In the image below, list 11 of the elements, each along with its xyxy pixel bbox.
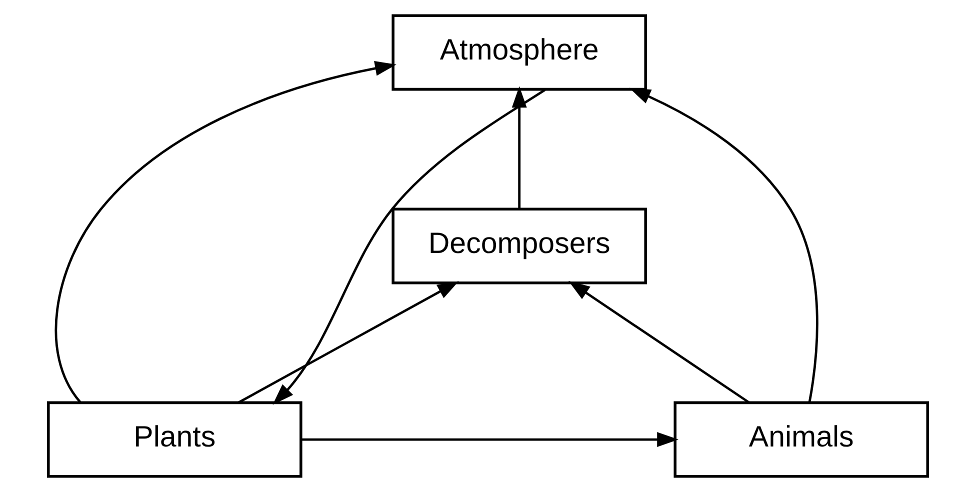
arrow [511,86,526,208]
arrow [238,281,458,404]
node-box: Plants [46,401,302,478]
node-box: Animals [673,401,928,478]
node-box: Atmosphere [391,14,646,91]
arrow [272,88,546,405]
arrow [300,432,678,448]
node-box: Decomposers [391,208,646,284]
arrow [628,88,818,402]
arrow [54,60,396,403]
arrow [568,280,750,404]
